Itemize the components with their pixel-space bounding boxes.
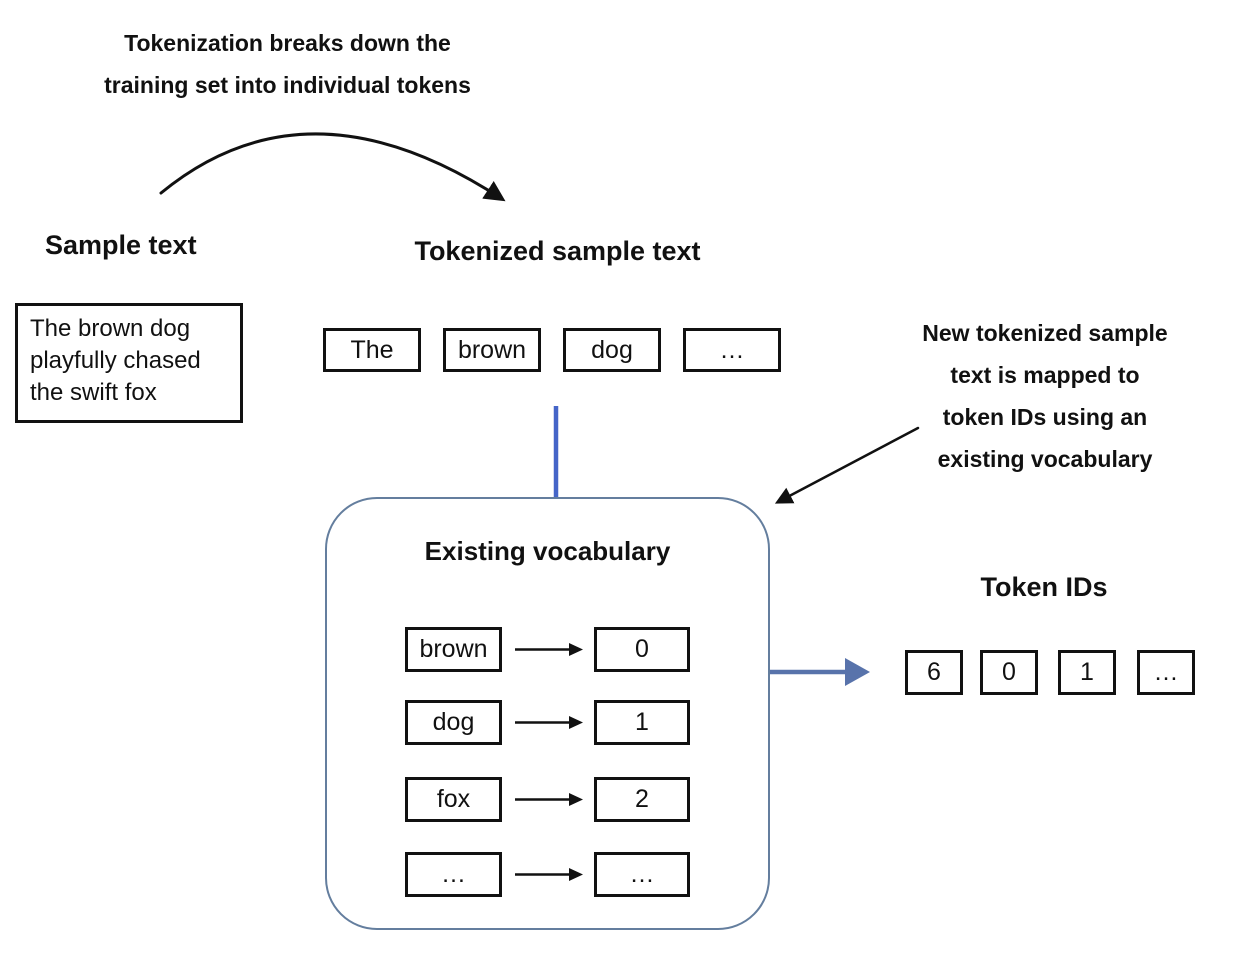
sample-text-box: The brown dog playfully chased the swift…	[15, 303, 243, 423]
vocabulary-container: Existing vocabulary brown 0 dog 1 fox 2	[325, 497, 770, 930]
sample-text-label: Sample text	[45, 230, 197, 260]
vocab-word-box: brown	[405, 627, 502, 672]
vocab-word-box: …	[405, 852, 502, 897]
token-ids-label: Token IDs	[980, 572, 1108, 602]
token-id-box: 6	[905, 650, 963, 695]
token-box: The	[323, 328, 421, 372]
vocab-row: dog 1	[405, 700, 690, 745]
token-id-box: 1	[1058, 650, 1116, 695]
mapping-note: New tokenized sample text is mapped to t…	[890, 312, 1200, 480]
mapping-note-line: existing vocabulary	[937, 446, 1153, 472]
mapping-note-line: text is mapped to	[950, 362, 1140, 388]
vocab-row: fox 2	[405, 777, 690, 822]
vocab-word-box: dog	[405, 700, 502, 745]
maps-to-arrow-icon	[515, 643, 583, 656]
tokenized-sample-label: Tokenized sample text	[414, 236, 701, 266]
tokenization-curved-arrow	[159, 132, 506, 202]
tokenization-note-line: Tokenization breaks down the	[124, 30, 451, 56]
token-id-box: …	[1137, 650, 1195, 695]
token-id-box: 0	[980, 650, 1038, 695]
tokenization-note: Tokenization breaks down the training se…	[60, 22, 515, 106]
mapping-note-line: token IDs using an	[942, 404, 1148, 430]
maps-to-arrow-icon	[515, 716, 583, 729]
maps-to-arrow-icon	[515, 868, 583, 881]
vocab-to-ids-arrowhead	[845, 658, 870, 686]
token-box: …	[683, 328, 781, 372]
vocab-word-box: fox	[405, 777, 502, 822]
mapping-note-arrow	[774, 426, 920, 504]
token-box: dog	[563, 328, 661, 372]
vocab-id-box: 2	[594, 777, 690, 822]
vocab-row: … …	[405, 852, 690, 897]
vocab-id-box: …	[594, 852, 690, 897]
vocabulary-title: Existing vocabulary	[424, 536, 671, 566]
vocab-row: brown 0	[405, 627, 690, 672]
maps-to-arrow-icon	[515, 793, 583, 806]
vocab-id-box: 0	[594, 627, 690, 672]
token-box: brown	[443, 328, 541, 372]
tokenization-note-line: training set into individual tokens	[104, 72, 471, 98]
vocab-id-box: 1	[594, 700, 690, 745]
mapping-note-line: New tokenized sample	[922, 320, 1168, 346]
sample-text-content: The brown dog playfully chased the swift…	[30, 315, 201, 406]
